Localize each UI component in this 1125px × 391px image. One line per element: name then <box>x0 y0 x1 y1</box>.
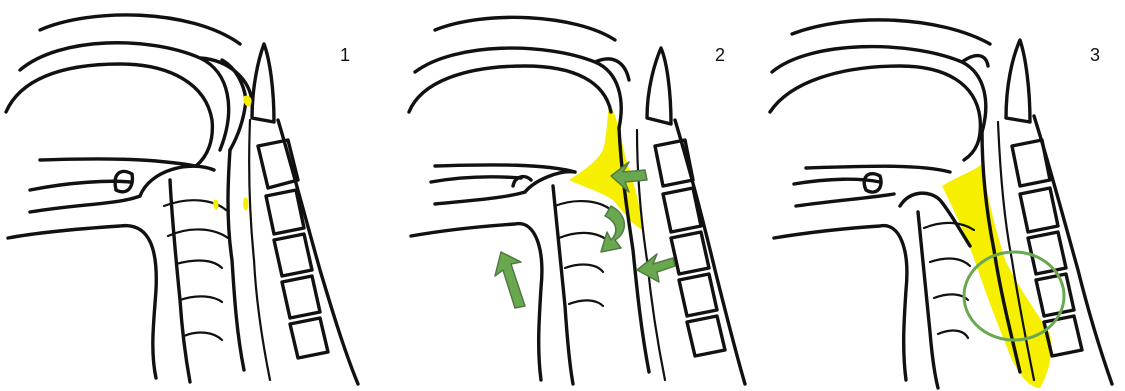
panel-2: 2 <box>375 0 750 391</box>
nasopharynx-outline <box>6 64 212 166</box>
airway-anterior-wall <box>553 186 573 384</box>
panel-2-drawing <box>375 0 750 391</box>
vertebra-c3 <box>1020 188 1058 232</box>
hard-palate-line <box>431 177 525 204</box>
green-arrow-icon-curved <box>601 206 624 252</box>
panel-1-drawing <box>0 0 375 391</box>
skull-outline <box>415 17 629 128</box>
skull-outline <box>772 20 990 132</box>
cervical-spine <box>655 120 745 384</box>
vertebra-c5 <box>282 276 320 318</box>
green-arrow-icon-lower <box>637 254 675 282</box>
hard-palate-line <box>794 179 894 206</box>
posterior-spine-line <box>675 120 745 384</box>
vertebra-c5 <box>1036 274 1074 316</box>
panel-3: 3 <box>750 0 1125 391</box>
vertebra-c4 <box>1028 232 1066 274</box>
yellow-highlight-spot-mid <box>213 200 218 210</box>
vertebra-c5 <box>679 274 717 316</box>
vertebra-c4 <box>671 232 709 274</box>
yellow-abscess-region <box>942 164 1051 388</box>
nasopharynx-outline <box>409 66 611 172</box>
jaw-outline <box>774 226 907 380</box>
posterior-spine-line <box>278 120 358 384</box>
vertebra-c4 <box>274 234 312 276</box>
tongue-outline <box>513 172 575 192</box>
panel-3-drawing <box>750 0 1125 391</box>
dens-process <box>252 44 274 122</box>
vertebra-c6 <box>687 316 725 356</box>
nasopharynx-outline <box>770 66 980 172</box>
cervical-spine <box>258 120 358 384</box>
dens-process <box>1006 40 1030 122</box>
dens-process <box>647 48 671 124</box>
panel-number-3: 3 <box>1090 46 1100 64</box>
airway-anterior-wall <box>918 212 938 388</box>
hard-palate-line <box>30 181 140 212</box>
green-arrow-icon-left <box>495 252 525 308</box>
jaw-outline <box>8 226 156 378</box>
panel-number-1: 1 <box>340 46 350 64</box>
vertebra-c6 <box>290 318 328 358</box>
airway-anterior-wall <box>170 180 190 382</box>
panel-1: 1 <box>0 0 375 391</box>
yellow-abscess-region <box>569 104 643 230</box>
skull-outline <box>20 15 252 150</box>
panel-number-2: 2 <box>715 46 725 64</box>
yellow-highlight-spot-lower <box>243 198 248 211</box>
airway-posterior-wall <box>228 150 244 370</box>
